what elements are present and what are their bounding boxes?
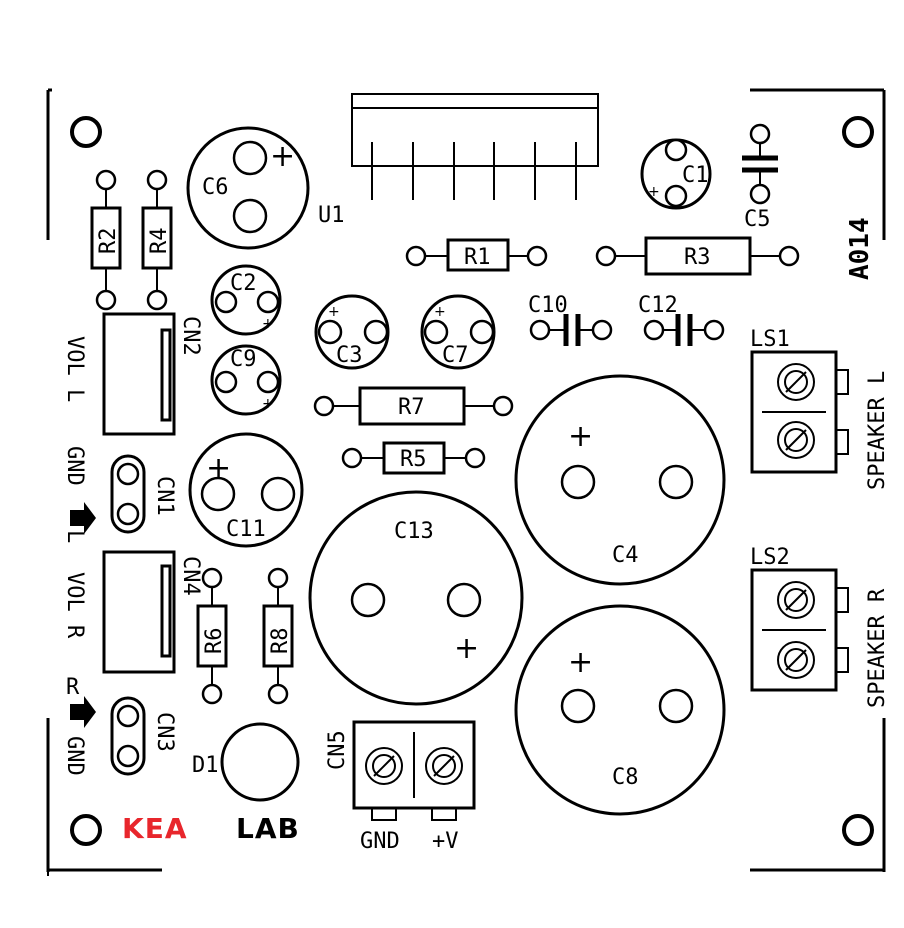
c5-capacitor: C5	[742, 123, 778, 232]
left-edge-labels: VOL L GND L VOL R R GND	[62, 336, 96, 776]
ls1-terminal: LS1	[750, 327, 849, 474]
c9-label: C9	[230, 347, 257, 372]
svg-text:+: +	[454, 631, 479, 666]
c6-label: C6	[202, 175, 229, 200]
r-arrow-label: R	[66, 675, 80, 700]
r6-resistor: R6	[196, 567, 228, 705]
svg-text:+: +	[262, 396, 274, 412]
r8-label: R8	[268, 628, 293, 655]
cn5-label: CN5	[325, 730, 350, 770]
c13-capacitor: + C13	[308, 490, 524, 706]
gnd-top-label: GND	[62, 446, 87, 486]
c8-label: C8	[612, 765, 639, 790]
c7-label: C7	[442, 343, 469, 368]
cn4-label: CN4	[178, 556, 203, 596]
svg-text:+: +	[262, 316, 274, 332]
vol-l-label: VOL L	[62, 336, 87, 402]
r8-resistor: R8	[262, 567, 294, 705]
c8-capacitor: + C8	[514, 604, 726, 816]
d1-label: D1	[192, 753, 219, 778]
r5-label: R5	[400, 447, 427, 472]
r3-label: R3	[684, 245, 711, 270]
c3-label: C3	[336, 343, 363, 368]
svg-text:+: +	[270, 139, 295, 174]
cn3-label: CN3	[152, 712, 177, 752]
c10-label: C10	[528, 293, 568, 318]
r4-resistor: R4	[141, 169, 173, 311]
c6-capacitor: + C6	[186, 126, 310, 250]
ls2-label: LS2	[750, 545, 790, 570]
c12-label: C12	[638, 293, 678, 318]
cn3-connector: CN3	[110, 696, 177, 776]
c1-label: C1	[682, 163, 709, 188]
r2-label: R2	[96, 228, 121, 255]
c4-label: C4	[612, 543, 639, 568]
d1-led: D1	[192, 722, 300, 802]
r7-resistor: R7	[313, 386, 514, 426]
c11-label: C11	[226, 517, 266, 542]
board-id: A014	[845, 217, 875, 280]
gnd-bottom-label: GND	[62, 736, 87, 776]
c1-capacitor: + C1	[640, 138, 712, 210]
c3-capacitor: + C3	[314, 294, 390, 370]
cn1-label: CN1	[152, 476, 177, 516]
c7-capacitor: + C7	[420, 294, 496, 370]
vol-r-label: VOL R	[62, 572, 87, 639]
c2-label: C2	[230, 271, 257, 296]
speaker-r-label: SPEAKER R	[865, 588, 890, 708]
c9-capacitor: + C9	[210, 344, 282, 416]
c12-capacitor: C12	[638, 293, 725, 346]
r1-resistor: R1	[405, 238, 548, 272]
r6-label: R6	[202, 628, 227, 655]
logo-lab: LAB	[236, 812, 300, 845]
svg-text:+: +	[568, 645, 593, 680]
r4-label: R4	[147, 228, 172, 255]
cn2-connector: CN2	[102, 312, 203, 436]
speaker-l-label: SPEAKER L	[865, 371, 890, 490]
c2-capacitor: + C2	[210, 264, 282, 336]
ls1-label: LS1	[750, 327, 790, 352]
cn2-label: CN2	[178, 316, 203, 356]
r3-resistor: R3	[595, 236, 800, 276]
c11-capacitor: + C11	[188, 432, 304, 548]
r1-label: R1	[464, 245, 491, 270]
ls2-terminal: LS2	[750, 545, 849, 692]
svg-text:+: +	[568, 419, 593, 454]
u1-label: U1	[318, 203, 345, 228]
cn1-connector: CN1	[110, 454, 177, 534]
logo-kea: KEA	[122, 812, 188, 845]
svg-text:+: +	[328, 304, 340, 320]
svg-text:+: +	[648, 184, 660, 200]
l-arrow-icon	[70, 502, 96, 534]
c4-capacitor: + C4	[514, 374, 726, 586]
brand-logo: KEA LAB	[122, 812, 300, 845]
cn4-connector: CN4	[102, 550, 203, 674]
c5-label: C5	[744, 207, 771, 232]
cn5-terminal: CN5 GND +V	[325, 720, 476, 854]
r5-resistor: R5	[341, 441, 486, 475]
svg-text:+: +	[206, 451, 231, 486]
cn5-gnd-label: GND	[360, 829, 400, 854]
u1-ic: U1	[318, 93, 599, 228]
r-arrow-icon	[70, 696, 96, 728]
c10-capacitor: C10	[528, 293, 613, 346]
r2-resistor: R2	[90, 169, 122, 311]
cn5-v-label: +V	[432, 829, 459, 854]
board-outline	[46, 88, 886, 876]
l-arrow-label: L	[62, 530, 87, 543]
svg-text:+: +	[434, 304, 446, 320]
c13-label: C13	[394, 519, 434, 544]
r7-label: R7	[398, 395, 425, 420]
mounting-holes	[70, 116, 874, 846]
